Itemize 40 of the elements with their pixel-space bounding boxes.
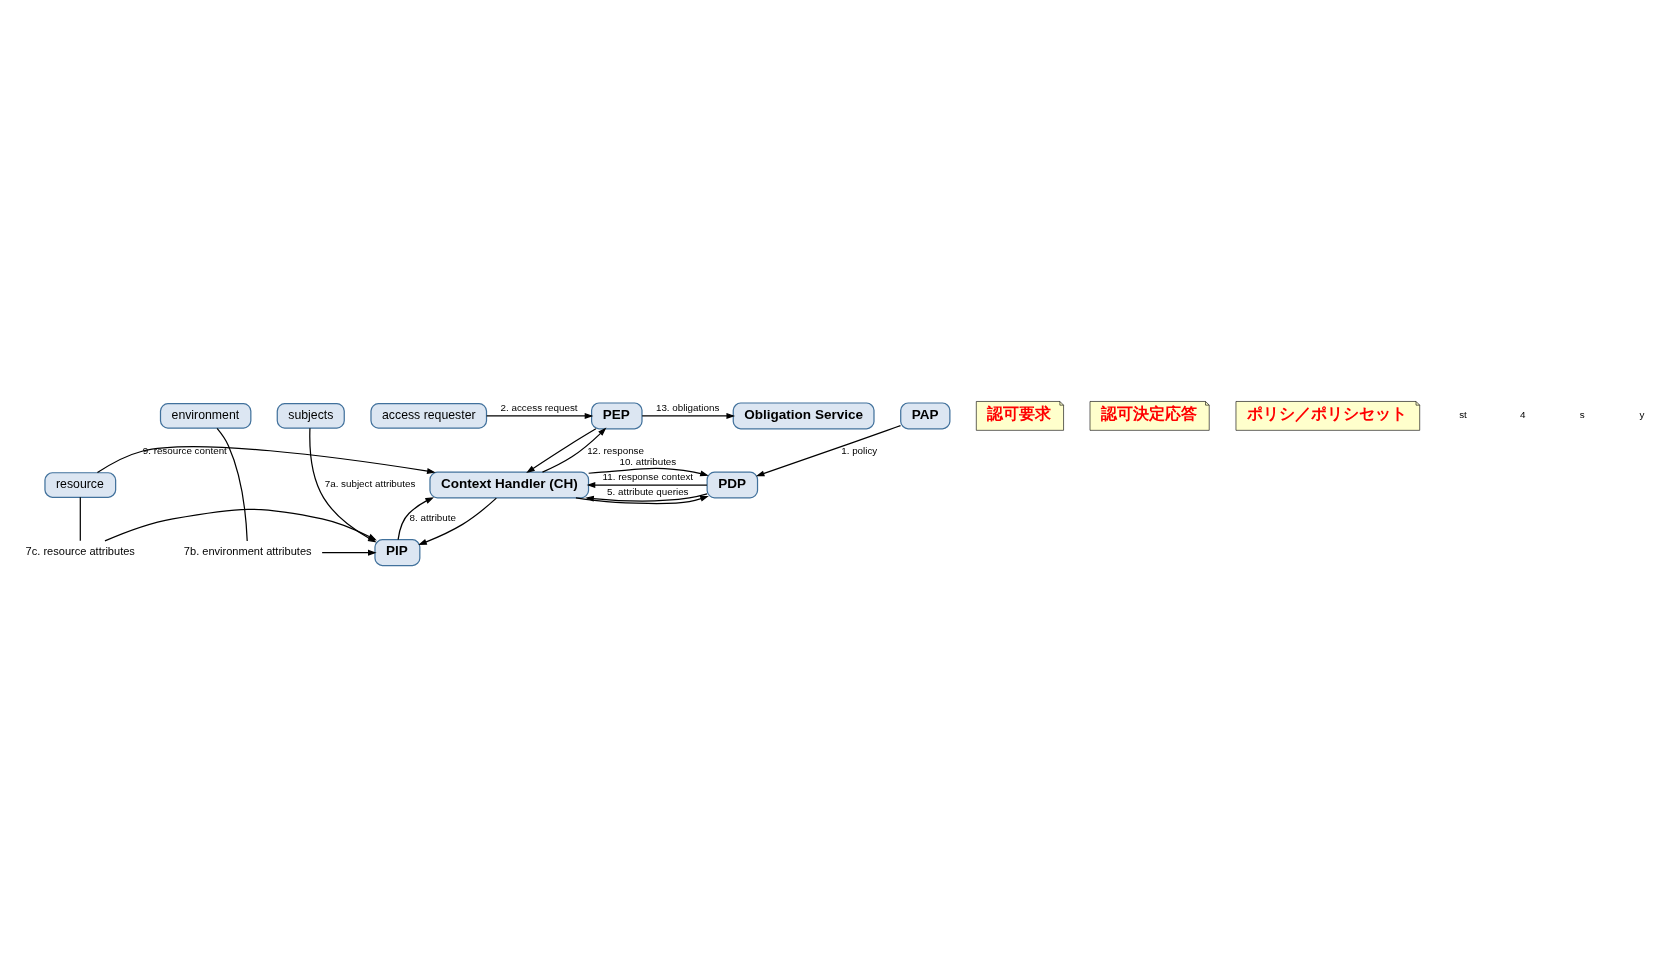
arrow bbox=[575, 495, 709, 504]
edge-label: 7a. subject attributes bbox=[324, 477, 416, 489]
node-box: PAP bbox=[900, 401, 951, 429]
edge-label: 10. attributes bbox=[619, 455, 677, 467]
node-box: subjects bbox=[276, 402, 345, 429]
node-box: Context Handler (CH) bbox=[429, 471, 590, 499]
node-text: 7c. resource attributes bbox=[25, 544, 135, 557]
node-box: environment bbox=[159, 402, 252, 429]
arrow bbox=[96, 445, 436, 474]
arrow bbox=[641, 412, 736, 419]
label: st bbox=[1459, 408, 1467, 420]
arrow bbox=[486, 412, 594, 419]
label: y bbox=[1639, 408, 1645, 420]
node-box: PIP bbox=[374, 538, 421, 566]
arrow bbox=[418, 497, 497, 545]
node-box: access requester bbox=[370, 402, 488, 429]
edge-label: 8. attribute bbox=[409, 511, 456, 523]
edge-label: 11. response context bbox=[602, 470, 694, 482]
node-box: resource bbox=[44, 471, 117, 498]
arrow bbox=[585, 492, 708, 502]
arrow bbox=[755, 424, 902, 476]
edge-label: 13. obligations bbox=[655, 401, 720, 413]
edge-label: 2. access request bbox=[500, 401, 578, 413]
label: s bbox=[1579, 408, 1585, 420]
node-box: PEP bbox=[591, 401, 643, 429]
arrow bbox=[586, 481, 708, 488]
label: 4 bbox=[1519, 408, 1526, 420]
node-box: Obligation Service bbox=[732, 401, 875, 429]
node-text: 7b. environment attributes bbox=[183, 544, 312, 557]
arrow bbox=[541, 427, 607, 473]
edge-label: 1. policy bbox=[841, 444, 878, 456]
node-box: PDP bbox=[706, 471, 759, 499]
edge-label: 12. response bbox=[587, 444, 644, 456]
arrow bbox=[526, 427, 597, 473]
connector bbox=[79, 496, 81, 541]
edge-label: 5. attribute queries bbox=[607, 485, 689, 497]
connector bbox=[216, 427, 248, 542]
arrow bbox=[588, 467, 709, 476]
arrow bbox=[321, 549, 377, 556]
arrow bbox=[397, 496, 434, 540]
